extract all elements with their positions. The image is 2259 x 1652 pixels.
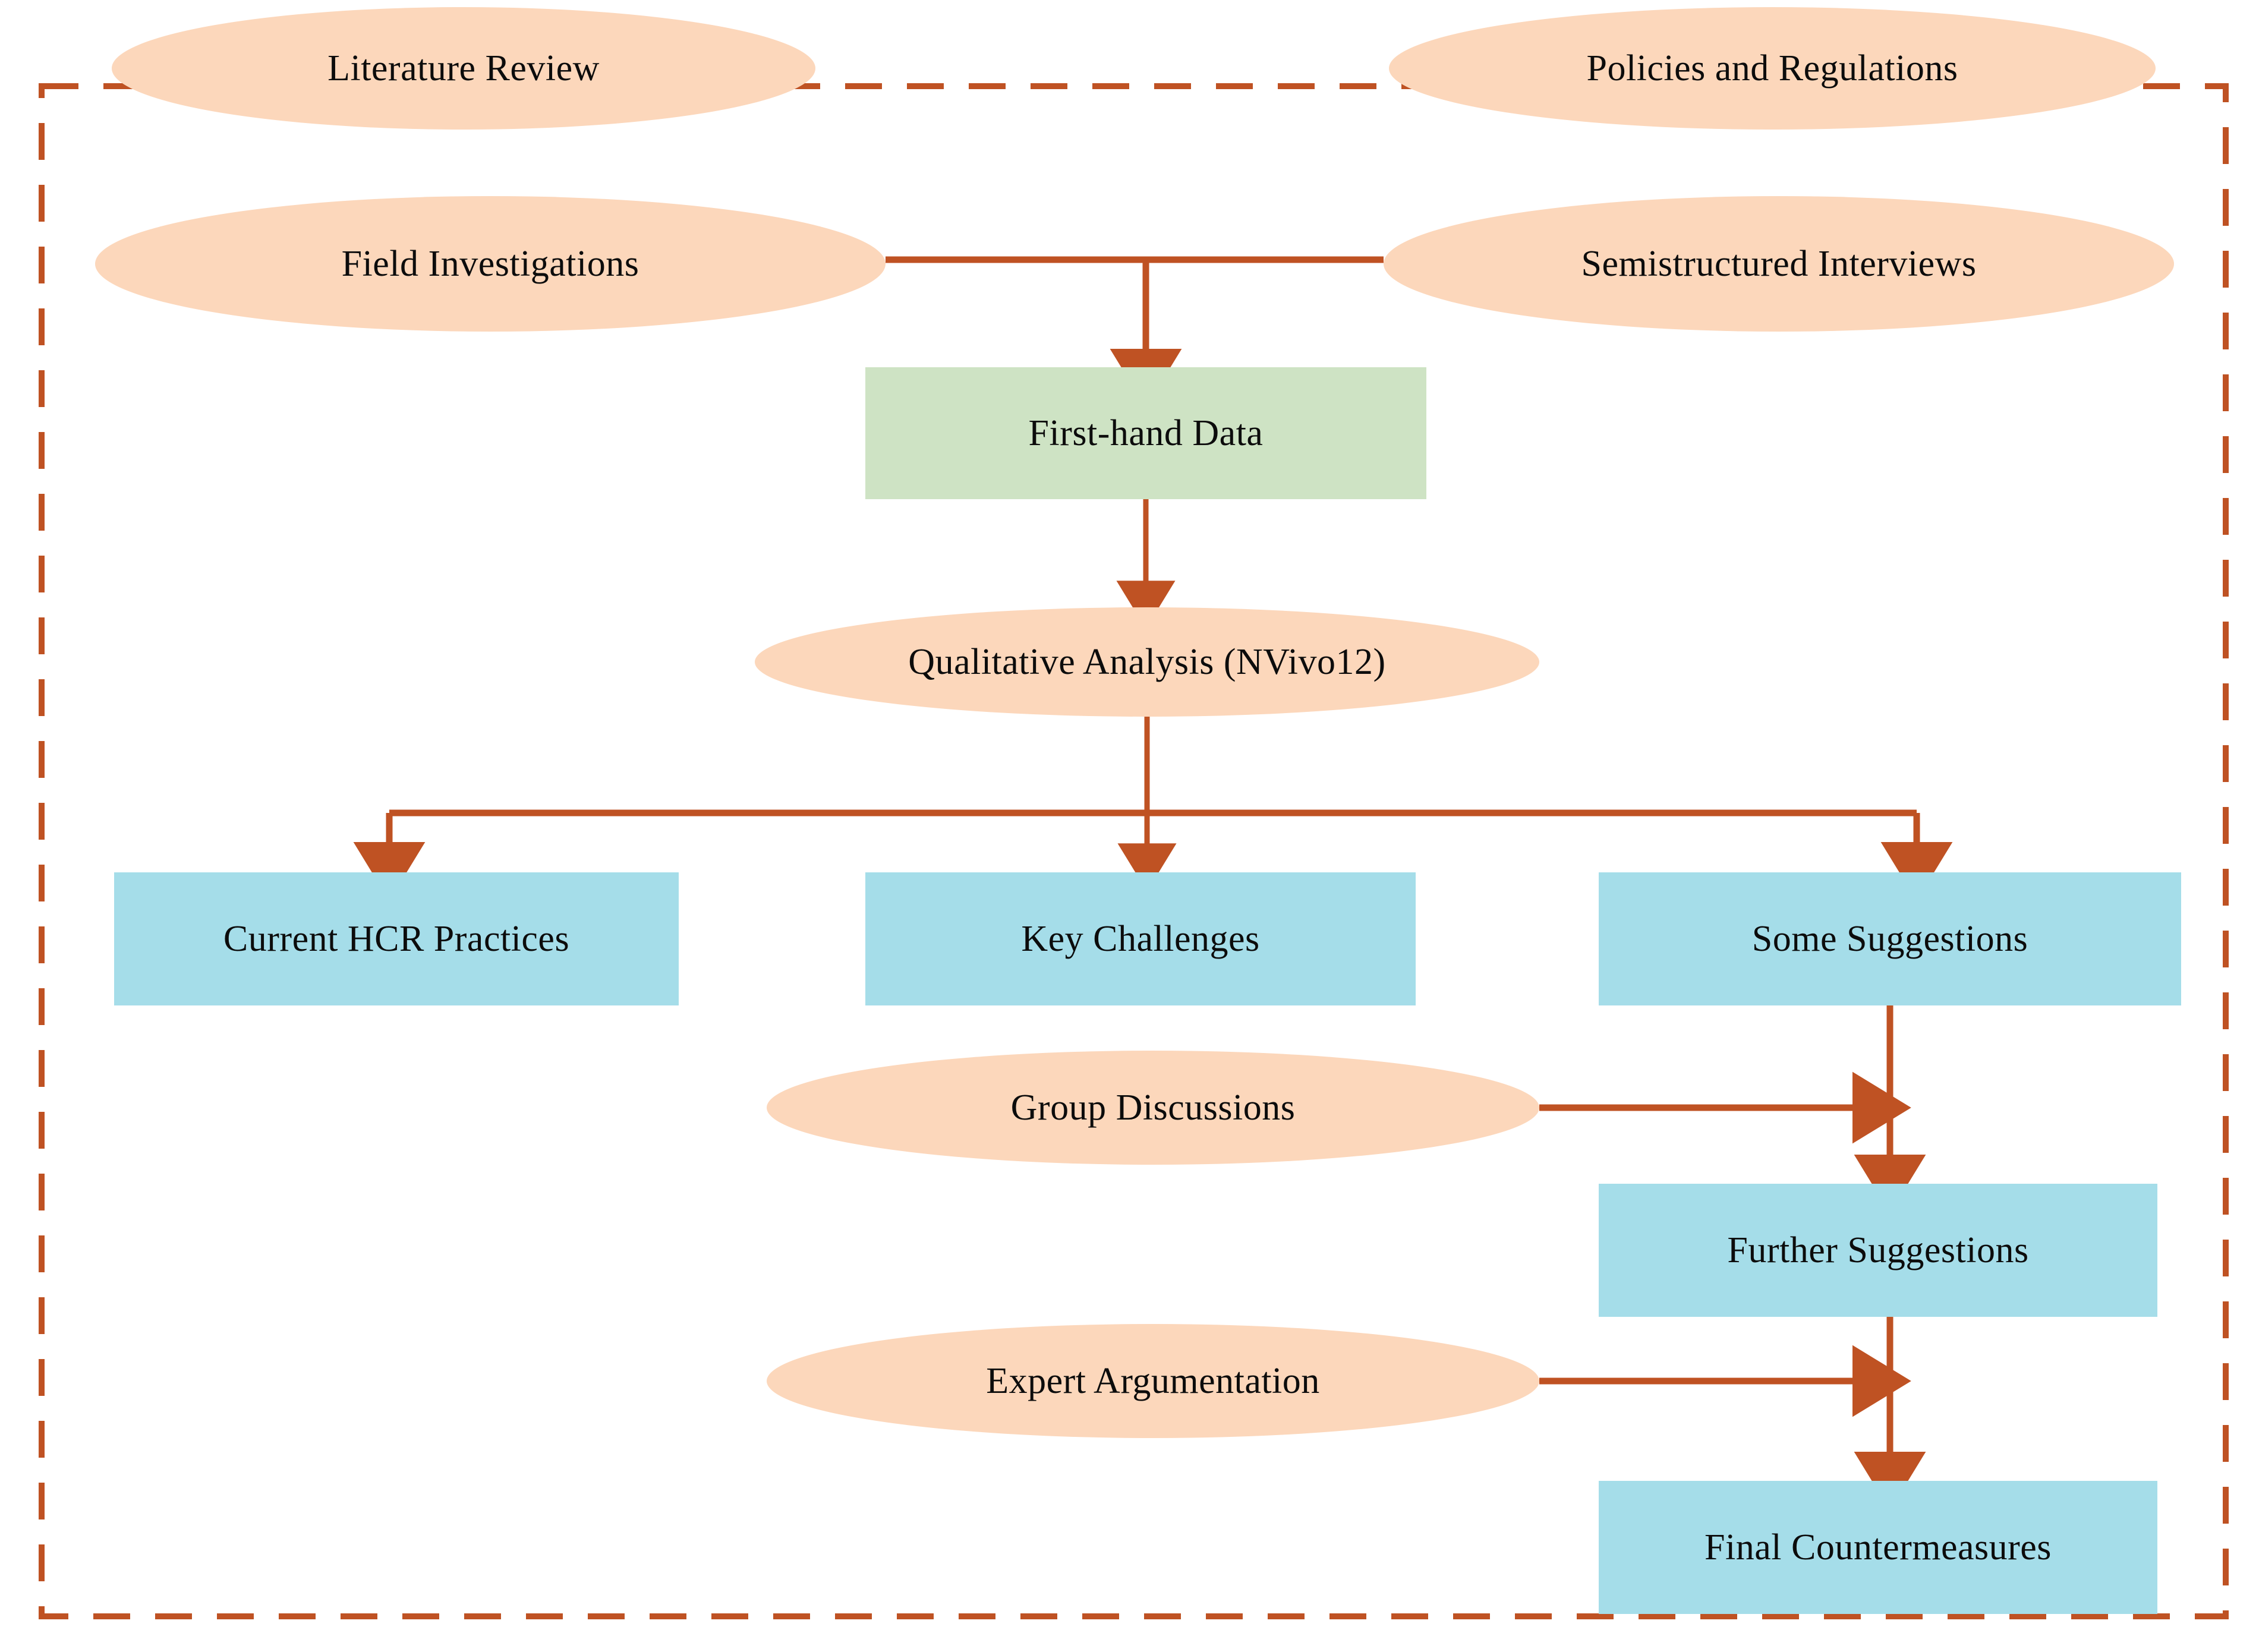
node-current-hcr-practices-shape[interactable]	[114, 872, 679, 1005]
node-policies-and-regulations-shape[interactable]	[1389, 7, 2156, 130]
node-first-hand-data-shape[interactable]	[865, 367, 1426, 499]
node-some-suggestions-shape[interactable]	[1599, 872, 2181, 1005]
node-field-investigations-shape[interactable]	[95, 196, 886, 332]
node-group-discussions-shape[interactable]	[767, 1051, 1539, 1165]
node-final-countermeasures-shape[interactable]	[1599, 1481, 2157, 1614]
node-semistructured-interviews-shape[interactable]	[1384, 196, 2174, 332]
node-further-suggestions-shape[interactable]	[1599, 1184, 2157, 1317]
node-literature-review-shape[interactable]	[112, 7, 815, 130]
node-key-challenges-shape[interactable]	[865, 872, 1416, 1005]
node-qualitative-analysis-shape[interactable]	[755, 607, 1539, 717]
node-expert-argumentation-shape[interactable]	[767, 1324, 1539, 1438]
